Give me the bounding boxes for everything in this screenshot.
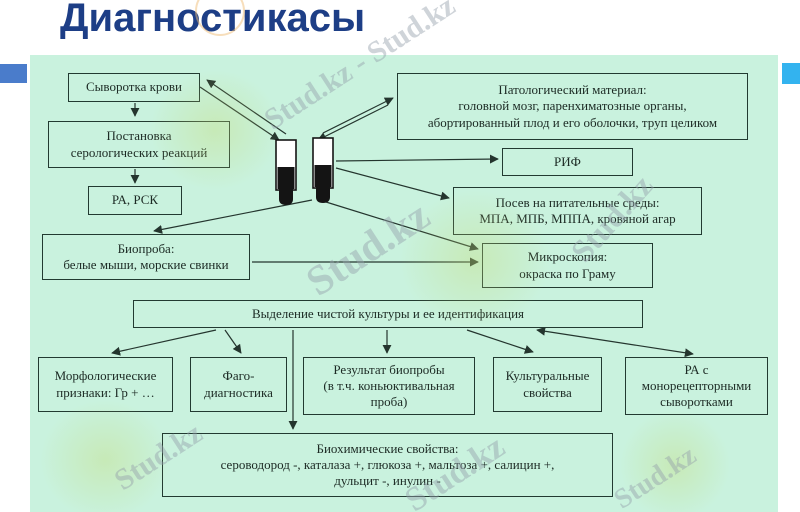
- node-serum: Сыворотка крови: [68, 73, 200, 102]
- node-morpho-text: признаки: Гр + …: [56, 384, 155, 400]
- node-biochem-text: сероводород -, каталаза +, глюкоза +, ма…: [220, 456, 555, 472]
- node-rif: РИФ: [502, 148, 633, 176]
- node-microscopy: Микроскопия: окраска по Граму: [482, 243, 653, 288]
- node-biochem-text: Биохимические свойства:: [316, 440, 459, 456]
- left-accent-bar: [0, 64, 27, 83]
- node-bioproba-text: Биопроба:: [117, 240, 175, 256]
- node-bioresult-text: Результат биопробы: [333, 361, 445, 377]
- node-pathmat-text: абортированный плод и его оболочки, труп…: [427, 114, 718, 130]
- node-serology: Постановка серологических реакций: [48, 121, 230, 168]
- node-phago-text: Фаго-: [222, 368, 255, 384]
- node-phago: Фаго- диагностика: [190, 357, 287, 412]
- node-bioresult-text: (в т.ч. коньюктивальная: [323, 377, 455, 393]
- node-microscopy-text: окраска по Граму: [519, 265, 616, 281]
- node-ra-mono-text: РА с: [684, 361, 709, 377]
- node-biochem: Биохимические свойства: сероводород -, к…: [162, 433, 613, 497]
- node-ra-rsk: РА, РСК: [88, 186, 182, 215]
- node-isolation-text: Выделение чистой культуры и ее идентифик…: [251, 305, 525, 321]
- node-bioresult: Результат биопробы (в т.ч. коньюктивальн…: [303, 357, 475, 415]
- node-ra-mono-text: монорецепторными: [641, 377, 752, 393]
- node-posev: Посев на питательные среды: МПА, МПБ, МП…: [453, 187, 702, 235]
- node-isolation: Выделение чистой культуры и ее идентифик…: [133, 300, 643, 328]
- node-bioresult-text: проба): [370, 394, 408, 410]
- node-microscopy-text: Микроскопия:: [527, 249, 608, 265]
- page-title: Диагностикасы: [60, 0, 366, 40]
- node-rif-text: РИФ: [554, 153, 581, 169]
- node-ra-rsk-text: РА, РСК: [111, 192, 159, 208]
- node-pathmat-text: головной мозг, паренхиматозные органы,: [458, 98, 687, 114]
- node-serology-text: серологических реакций: [70, 144, 208, 160]
- node-cultural: Культуральные свойства: [493, 357, 602, 412]
- node-posev-text: МПА, МПБ, МППА, кровяной агар: [479, 211, 676, 226]
- node-pathological-material: Патологический материал: головной мозг, …: [397, 73, 748, 140]
- node-cultural-text: Культуральные: [505, 368, 590, 384]
- node-ra-mono: РА с монорецепторными сыворотками: [625, 357, 768, 415]
- node-posev-text: Посев на питательные среды:: [495, 194, 660, 210]
- node-phago-text: диагностика: [204, 384, 273, 400]
- node-morphology: Морфологические признаки: Гр + …: [38, 357, 173, 412]
- node-bioproba: Биопроба: белые мыши, морские свинки: [42, 234, 250, 280]
- node-ra-mono-text: сыворотками: [660, 394, 733, 410]
- node-cultural-text: свойства: [523, 384, 572, 400]
- node-pathmat-text: Патологический материал:: [498, 82, 647, 98]
- node-serology-text: Постановка: [106, 128, 172, 144]
- node-serum-text: Сыворотка крови: [85, 79, 182, 95]
- node-biochem-text: дульцит -, инулин -: [334, 473, 441, 489]
- node-morpho-text: Морфологические: [54, 368, 157, 384]
- node-bioproba-text: белые мыши, морские свинки: [63, 257, 229, 272]
- right-accent-bar: [782, 63, 800, 84]
